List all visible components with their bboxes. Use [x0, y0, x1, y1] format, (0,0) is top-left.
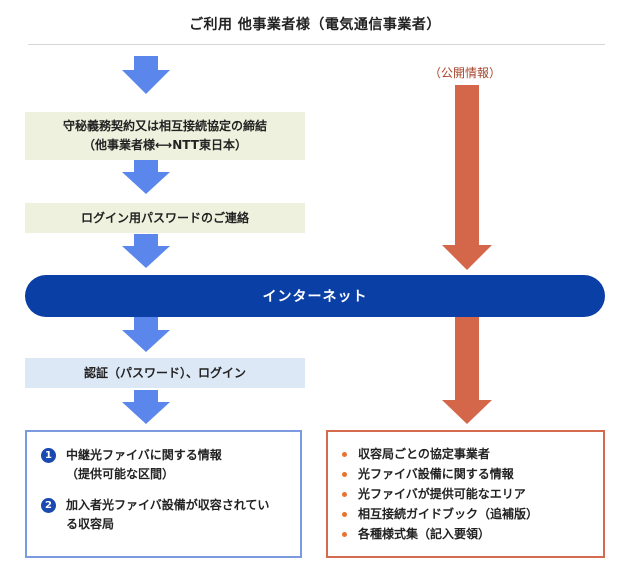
- list-item: 相互接続ガイドブック（追補版）: [340, 504, 538, 524]
- list-item: 収容局ごとの協定事業者: [340, 444, 538, 464]
- step-auth-login: 認証（パスワード）、ログイン: [25, 358, 305, 388]
- step-contract-line1: 守秘義務契約又は相互接続協定の締結: [62, 119, 267, 133]
- list-item-label: 収容局ごとの協定事業者: [358, 447, 490, 461]
- list-item-label: 光ファイバが提供可能なエリア: [358, 487, 526, 501]
- list-item: 光ファイバが提供可能なエリア: [340, 484, 538, 504]
- numbered-item-2: 2 加入者光ファイバ設備が収容されてい る収容局: [41, 496, 291, 534]
- step-contract: 守秘義務契約又は相互接続協定の締結 （他事業者様⟷NTT東日本）: [25, 112, 305, 160]
- bullet-icon: [342, 512, 347, 517]
- public-info-panel: 収容局ごとの協定事業者 光ファイバ設備に関する情報 光ファイバが提供可能なエリア…: [326, 430, 605, 558]
- public-arrow-upper: [442, 85, 492, 270]
- numbered-item-1-line2: （提供可能な区間）: [66, 467, 175, 481]
- bullet-icon: [342, 532, 347, 537]
- numbered-item-1: 1 中継光ファイバに関する情報 （提供可能な区間）: [41, 446, 291, 484]
- step-password-notice-label: ログイン用パスワードのご連絡: [80, 210, 249, 225]
- down-arrow-4: [122, 317, 170, 352]
- diagram-title: ご利用 他事業者様（電気通信事業者）: [189, 17, 441, 33]
- number-badge: 1: [41, 448, 56, 463]
- list-item-label: 各種様式集（記入要領）: [358, 527, 491, 541]
- bullet-icon: [342, 472, 347, 477]
- public-info-label: （公開情報）: [428, 66, 501, 80]
- number-badge: 2: [41, 498, 56, 513]
- step-password-notice: ログイン用パスワードのご連絡: [25, 203, 305, 233]
- down-arrow-2: [122, 160, 170, 194]
- down-arrow-3: [122, 234, 170, 268]
- numbered-item-2-line1: 加入者光ファイバ設備が収容されてい: [66, 498, 270, 512]
- step-auth-login-label: 認証（パスワード）、ログイン: [83, 365, 246, 380]
- bullet-icon: [342, 452, 347, 457]
- internet-bar: インターネット: [25, 275, 605, 317]
- bullet-icon: [342, 492, 347, 497]
- public-info-list: 収容局ごとの協定事業者 光ファイバ設備に関する情報 光ファイバが提供可能なエリア…: [340, 444, 538, 544]
- list-item: 光ファイバ設備に関する情報: [340, 464, 538, 484]
- down-arrow-1: [122, 56, 170, 94]
- public-arrow-lower: [442, 317, 492, 424]
- step-contract-line2: （他事業者様⟷NTT東日本）: [83, 138, 247, 152]
- title-divider: [28, 44, 605, 45]
- login-info-panel: 1 中継光ファイバに関する情報 （提供可能な区間） 2 加入者光ファイバ設備が収…: [25, 430, 302, 558]
- list-item: 各種様式集（記入要領）: [340, 524, 538, 544]
- numbered-item-1-line1: 中継光ファイバに関する情報: [66, 448, 222, 462]
- list-item-label: 相互接続ガイドブック（追補版）: [358, 507, 539, 521]
- internet-label: インターネット: [262, 289, 368, 305]
- list-item-label: 光ファイバ設備に関する情報: [358, 467, 514, 481]
- down-arrow-5: [122, 390, 170, 424]
- numbered-item-2-line2: る収容局: [66, 517, 115, 531]
